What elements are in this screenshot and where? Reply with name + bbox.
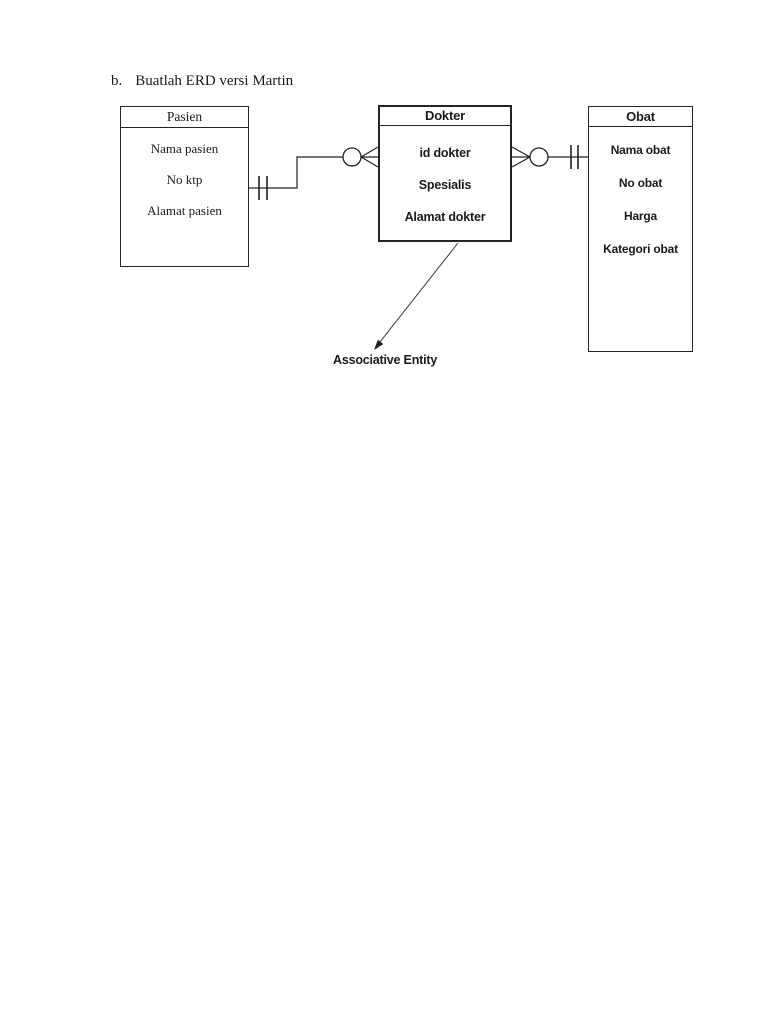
many-crowsfoot-icon: [360, 146, 379, 168]
entity-pasien: Pasien Nama pasien No ktp Alamat pasien: [120, 106, 249, 267]
associative-entity-arrow-line: [375, 242, 459, 348]
attribute-list: Nama obat No obat Harga Kategori obat: [589, 127, 692, 266]
many-crowsfoot-icon: [511, 146, 531, 168]
entity-title: Pasien: [121, 107, 248, 128]
attribute: Spesialis: [418, 178, 472, 192]
entity-dokter: Dokter id dokter Spesialis Alamat dokter: [378, 105, 512, 242]
attribute: No ktp: [166, 172, 203, 187]
entity-title: Obat: [589, 107, 692, 127]
attribute-list: id dokter Spesialis Alamat dokter: [380, 126, 510, 233]
attribute: Kategori obat: [603, 242, 678, 256]
one-mandatory-ticks-icon: [570, 145, 579, 169]
entity-title: Dokter: [380, 107, 510, 126]
section-heading: b. Buatlah ERD versi Martin: [111, 73, 293, 90]
entity-obat: Obat Nama obat No obat Harga Kategori ob…: [588, 106, 693, 352]
heading-text: Buatlah ERD versi Martin: [135, 73, 294, 89]
attribute: No obat: [618, 176, 663, 190]
attribute: Harga: [623, 209, 657, 223]
attribute: Nama obat: [610, 143, 671, 157]
attribute: Nama pasien: [150, 141, 219, 156]
one-mandatory-ticks-icon: [258, 176, 268, 200]
list-marker: b.: [111, 73, 123, 89]
attribute: Alamat dokter: [404, 210, 486, 224]
attribute: Alamat pasien: [147, 203, 222, 218]
optional-circle-icon: [342, 147, 362, 167]
attribute: id dokter: [419, 146, 471, 160]
arrowhead-icon: [374, 339, 384, 350]
attribute-list: Nama pasien No ktp Alamat pasien: [121, 128, 248, 226]
optional-circle-icon: [529, 147, 549, 167]
associative-entity-label: Associative Entity: [333, 353, 438, 367]
pasien-dokter-relationship-line: [249, 156, 343, 189]
